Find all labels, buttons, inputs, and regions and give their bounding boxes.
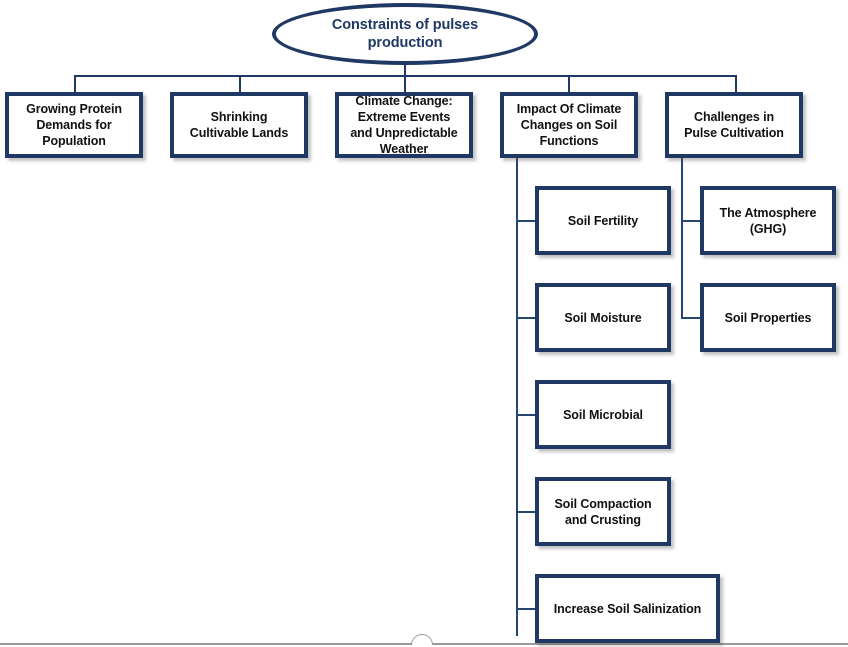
node-soil-moisture-label: Soil Moisture (564, 310, 642, 325)
node-soil-microbial-label: Soil Microbial (563, 407, 643, 422)
node-soil-moisture[interactable]: Soil Moisture (535, 283, 671, 352)
root-node-label: Constraints of pulses production (331, 16, 479, 51)
root-node-constraints-of-pulses-production[interactable]: Constraints of pulses production (272, 3, 538, 65)
connector-drop-shrinking-cultivable-lands (239, 75, 241, 92)
connector-impact-to-increase-soil-salinization (516, 608, 536, 610)
node-soil-fertility[interactable]: Soil Fertility (535, 186, 671, 255)
node-climate-change-extreme-events[interactable]: Climate Change: Extreme Events and Unpre… (335, 92, 473, 158)
connector-impact-to-soil-moisture (516, 317, 536, 319)
node-soil-properties-label: Soil Properties (724, 310, 812, 325)
node-challenges-in-pulse-cultivation-label: Challenges in Pulse Cultivation (684, 110, 784, 140)
connector-impact-to-soil-compaction-and-crusting (516, 511, 536, 513)
node-growing-protein-demands[interactable]: Growing Protein Demands for Population (5, 92, 143, 158)
node-shrinking-cultivable-lands-label: Shrinking Cultivable Lands (189, 110, 289, 140)
connector-drop-growing-protein-demands (74, 75, 76, 92)
connector-challenges-to-the-atmosphere-ghg (681, 220, 701, 222)
node-increase-soil-salinization-label: Increase Soil Salinization (553, 601, 702, 616)
node-the-atmosphere-ghg[interactable]: The Atmosphere (GHG) (700, 186, 836, 255)
node-soil-compaction-and-crusting-label: Soil Compaction and Crusting (554, 496, 652, 527)
page-boundary-notch (411, 634, 433, 645)
node-impact-of-climate-on-soil-label: Impact Of Climate Changes on Soil Functi… (516, 102, 622, 148)
node-growing-protein-demands-label: Growing Protein Demands for Population (26, 102, 122, 148)
node-shrinking-cultivable-lands[interactable]: Shrinking Cultivable Lands (170, 92, 308, 158)
connector-drop-impact-of-climate-on-soil (568, 75, 570, 92)
connector-challenges-spine (681, 158, 683, 317)
node-increase-soil-salinization[interactable]: Increase Soil Salinization (535, 574, 720, 643)
node-soil-fertility-label: Soil Fertility (567, 213, 639, 228)
connector-impact-spine (516, 158, 518, 636)
node-impact-of-climate-on-soil[interactable]: Impact Of Climate Changes on Soil Functi… (500, 92, 638, 158)
connector-drop-climate-change-extreme-events (404, 75, 406, 92)
connector-impact-to-soil-fertility (516, 220, 536, 222)
connector-root-trunk (404, 62, 406, 77)
node-challenges-in-pulse-cultivation[interactable]: Challenges in Pulse Cultivation (665, 92, 803, 158)
connector-challenges-to-soil-properties (681, 317, 701, 319)
connector-drop-challenges-in-pulse-cultivation (735, 75, 737, 92)
node-soil-properties[interactable]: Soil Properties (700, 283, 836, 352)
node-climate-change-extreme-events-label: Climate Change: Extreme Events and Unpre… (350, 94, 458, 156)
node-soil-microbial[interactable]: Soil Microbial (535, 380, 671, 449)
node-the-atmosphere-ghg-label: The Atmosphere (GHG) (719, 205, 817, 236)
connector-impact-to-soil-microbial (516, 414, 536, 416)
node-soil-compaction-and-crusting[interactable]: Soil Compaction and Crusting (535, 477, 671, 546)
